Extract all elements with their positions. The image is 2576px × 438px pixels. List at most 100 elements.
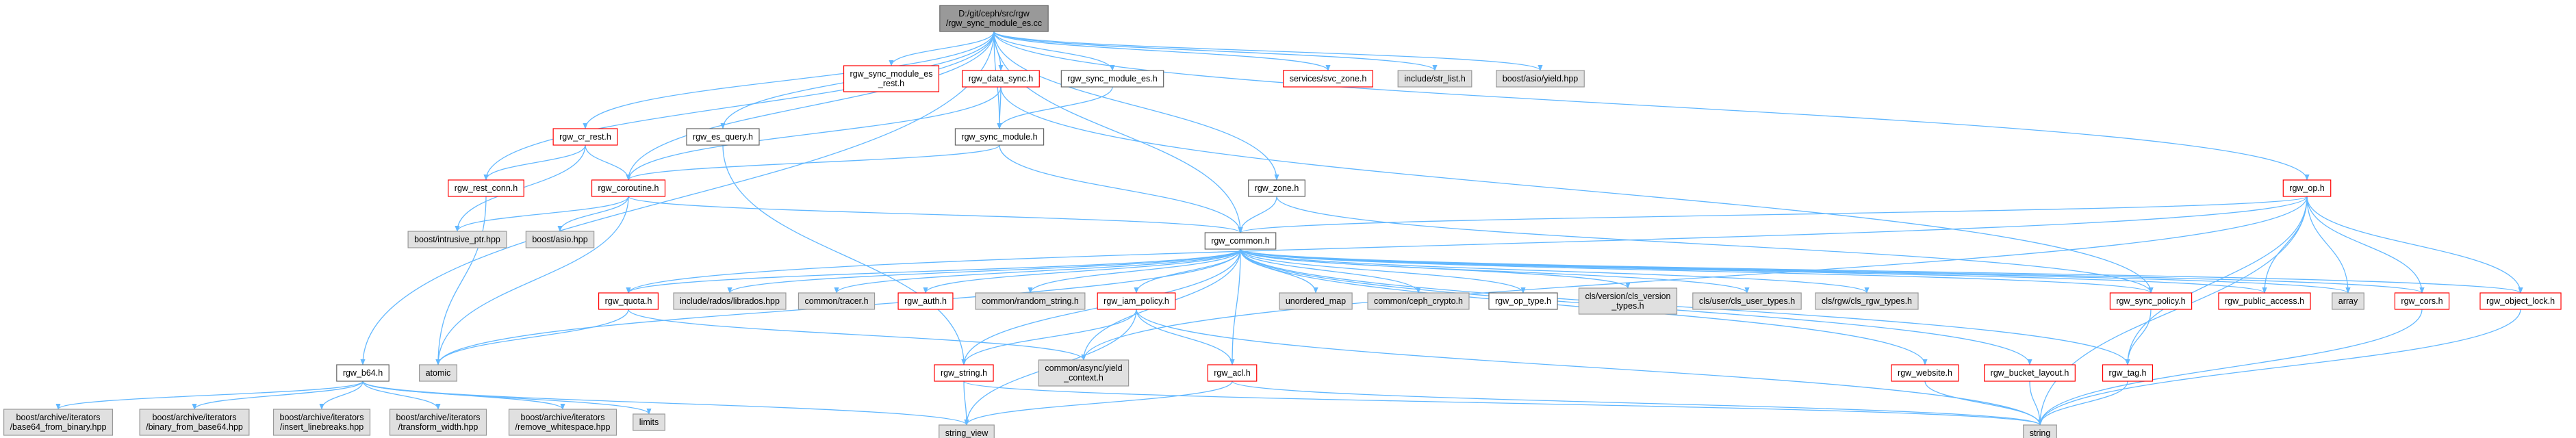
node-rgw-rest-conn-h[interactable]: rgw_rest_conn.h: [448, 179, 524, 197]
node-cls-version-cls-version-types-h: cls/version/cls_version_types.h: [1578, 287, 1678, 315]
edge-rgw-zone-h-to-rgw-common-h: [1238, 196, 1277, 233]
node-label: rgw_data_sync.h: [969, 74, 1034, 83]
node-box: [2479, 292, 2562, 310]
node-rgw-op-type-h[interactable]: rgw_op_type.h: [1488, 292, 1558, 310]
node-string-view: string_view: [939, 424, 995, 438]
node-rgw-sync-module-es-h[interactable]: rgw_sync_module_es.h: [1060, 70, 1164, 88]
node-bai-transform-width: boost/archive/iterators/transform_width.…: [389, 409, 487, 436]
node-box: [939, 5, 1049, 32]
node-label: common/random_string.h: [982, 296, 1079, 306]
node-label: /insert_linebreaks.hpp: [280, 422, 364, 432]
node-label: string: [2030, 428, 2051, 438]
node-box: [336, 364, 390, 382]
node-label: rgw_es_query.h: [693, 132, 753, 142]
node-label: rgw_op_type.h: [1495, 296, 1551, 306]
node-box: [2109, 292, 2193, 310]
edge-rgw-common-h-to-rgw-op-type-h: [1240, 248, 1526, 294]
node-box: [3, 409, 114, 436]
node-label: rgw_sync_module_es.h: [1067, 74, 1157, 83]
node-rgw-tag-h[interactable]: rgw_tag.h: [2102, 364, 2154, 382]
node-box: [2102, 364, 2154, 382]
node-rgw-website-h[interactable]: rgw_website.h: [1891, 364, 1959, 382]
node-label: common/async/yield: [1045, 363, 1122, 373]
node-box: [633, 413, 665, 431]
node-rgw-sync-module-h[interactable]: rgw_sync_module.h: [954, 128, 1045, 146]
node-label: boost/archive/iterators: [396, 413, 481, 422]
node-label: rgw_sync_policy.h: [2116, 296, 2185, 306]
edge-rgw-sync-module-es-h-to-rgw-sync-module-h: [997, 86, 1113, 129]
node-label: boost/archive/iterators: [153, 413, 237, 422]
node-cls-user-cls-user-types-h: cls/user/cls_user_types.h: [1692, 292, 1802, 310]
edge-rgw-common-h-to-rgw-object-lock-h: [1240, 248, 2523, 294]
node-rgw-op-h[interactable]: rgw_op.h: [2282, 179, 2332, 197]
edge-rgw-common-h-to-rgw-auth-h: [923, 248, 1241, 294]
node-rgw-quota-h[interactable]: rgw_quota.h: [598, 292, 659, 310]
node-rgw-sync-module-es-rest-h[interactable]: rgw_sync_module_es_rest.h: [843, 65, 940, 92]
edge-rgw-coroutine-h-to-atomic: [435, 196, 629, 365]
node-rgw-object-lock-h[interactable]: rgw_object_lock.h: [2479, 292, 2562, 310]
node-label: boost/archive/iterators: [280, 413, 364, 422]
node-common-ceph-crypto-h: common/ceph_crypto.h: [1367, 292, 1470, 310]
node-label: rgw_tag.h: [2109, 368, 2147, 378]
node-label: rgw_rest_conn.h: [455, 183, 518, 193]
node-box: [139, 409, 250, 436]
edge-rgw-coroutine-h-to-boost-intrusive-ptr-hpp: [455, 196, 629, 232]
node-label: rgw_cr_rest.h: [559, 132, 611, 142]
node-box: [2023, 424, 2057, 438]
node-box: [934, 364, 994, 382]
node-rgw-zone-h[interactable]: rgw_zone.h: [1248, 179, 1305, 197]
node-box: [1496, 70, 1585, 88]
node-rgw-cr-rest-h[interactable]: rgw_cr_rest.h: [552, 128, 618, 146]
node-rgw-cors-h[interactable]: rgw_cors.h: [2394, 292, 2450, 310]
node-rgw-coroutine-h[interactable]: rgw_coroutine.h: [591, 179, 666, 197]
node-rgw-string-h[interactable]: rgw_string.h: [934, 364, 994, 382]
node-label: /transform_width.hpp: [398, 422, 479, 432]
node-box: [448, 179, 524, 197]
node-box: [2332, 292, 2364, 310]
edge-rgw-es-query-h-to-rgw-string-h: [722, 144, 967, 365]
edge-rgw-cr-rest-h-to-rgw-rest-conn-h: [483, 144, 586, 181]
node-label: rgw_zone.h: [1255, 183, 1299, 193]
node-label: include/rados/librados.hpp: [680, 296, 780, 306]
node-label: include/str_list.h: [1404, 74, 1466, 83]
edge-root-to-rgw-sync-module-es-rest-h: [889, 31, 995, 66]
nodes: D:/git/ceph/src/rgw/rgw_sync_module_es.c…: [3, 5, 2562, 438]
node-string: string: [2023, 424, 2057, 438]
edge-rgw-op-h-to-array: [2306, 196, 2351, 294]
node-cls-rgw-cls-rgw-types-h: cls/rgw/cls_rgw_types.h: [1815, 292, 1919, 310]
edge-rgw-b64-h-to-bai-insert-linebreaks: [319, 381, 364, 410]
node-label: rgw_sync_module_es: [850, 69, 933, 79]
node-array: array: [2332, 292, 2364, 310]
node-box: [598, 292, 659, 310]
node-label: rgw_bucket_layout.h: [1991, 368, 2069, 378]
edge-rgw-iam-policy-h-to-rgw-string-h: [961, 309, 1137, 365]
node-box: [1815, 292, 1919, 310]
node-label: rgw_cors.h: [2401, 296, 2443, 306]
edge-root-to-rgw-b64-h: [360, 31, 995, 365]
node-rgw-acl-h[interactable]: rgw_acl.h: [1207, 364, 1258, 382]
node-label: rgw_iam_policy.h: [1104, 296, 1169, 306]
node-box: [591, 179, 666, 197]
node-rgw-bucket-layout-h[interactable]: rgw_bucket_layout.h: [1984, 364, 2076, 382]
edge-rgw-zone-h-to-rgw-sync-policy-h: [1276, 196, 2154, 294]
edge-rgw-quota-h-to-common-async-yield-context-h: [628, 309, 1086, 361]
node-label: _rest.h: [878, 79, 904, 88]
edge-rgw-op-h-to-rgw-cors-h: [2306, 196, 2425, 294]
edge-rgw-op-h-to-rgw-common-h: [1238, 196, 2308, 233]
node-rgw-public-access-h[interactable]: rgw_public_access.h: [2218, 292, 2311, 310]
node-rgw-data-sync-h[interactable]: rgw_data_sync.h: [962, 70, 1040, 88]
edge-rgw-acl-h-to-string: [1232, 381, 2043, 426]
edge-rgw-common-h-to-include-rados-librados-hpp: [727, 248, 1241, 294]
node-rgw-b64-h[interactable]: rgw_b64.h: [336, 364, 390, 382]
node-services-svc-zone-h[interactable]: services/svc_zone.h: [1283, 70, 1373, 88]
node-rgw-auth-h[interactable]: rgw_auth.h: [897, 292, 954, 310]
node-common-random-string-h: common/random_string.h: [975, 292, 1086, 310]
node-rgw-iam-policy-h[interactable]: rgw_iam_policy.h: [1097, 292, 1176, 310]
edge-rgw-common-h-to-rgw-acl-h: [1229, 248, 1241, 365]
node-box: [1891, 364, 1959, 382]
node-rgw-sync-policy-h[interactable]: rgw_sync_policy.h: [2109, 292, 2193, 310]
node-rgw-common-h[interactable]: rgw_common.h: [1204, 232, 1277, 250]
edge-rgw-bucket-layout-h-to-string: [2029, 381, 2043, 426]
node-label: rgw_coroutine.h: [598, 183, 659, 193]
node-rgw-es-query-h[interactable]: rgw_es_query.h: [686, 128, 760, 146]
